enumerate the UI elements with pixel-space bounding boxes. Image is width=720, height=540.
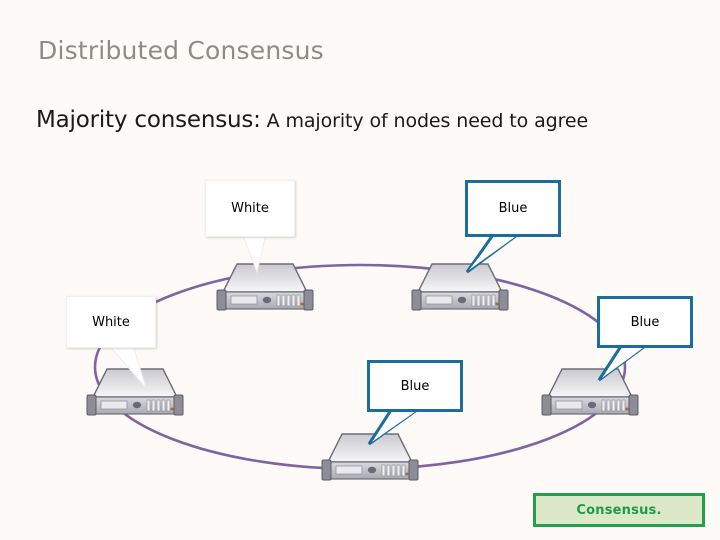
callout-blue-bottom[interactable]: Blue: [367, 360, 463, 446]
callout-label: White: [205, 180, 295, 237]
server-icon-node-left: [85, 363, 185, 421]
callout-blue-right[interactable]: Blue: [597, 296, 693, 382]
server-icon-node-top-right: [410, 258, 510, 316]
subtitle-rest: A majority of nodes need to agree: [260, 110, 589, 132]
callout-white-top[interactable]: White: [205, 180, 295, 274]
callout-label: White: [66, 296, 156, 348]
subtitle-lead: Majority consensus:: [36, 107, 261, 133]
subtitle: Majority consensus: A majority of nodes …: [36, 107, 588, 133]
callout-blue-top[interactable]: Blue: [465, 180, 561, 274]
status-badge-consensus: Consensus.: [533, 493, 705, 527]
callout-label: Blue: [367, 360, 463, 412]
callout-white-left[interactable]: White: [66, 296, 156, 389]
page-title: Distributed Consensus: [38, 36, 324, 65]
server-icon-node-right: [540, 363, 640, 421]
callout-label: Blue: [597, 296, 693, 348]
server-icon-node-top-left: [215, 258, 315, 316]
callout-label: Blue: [465, 180, 561, 237]
